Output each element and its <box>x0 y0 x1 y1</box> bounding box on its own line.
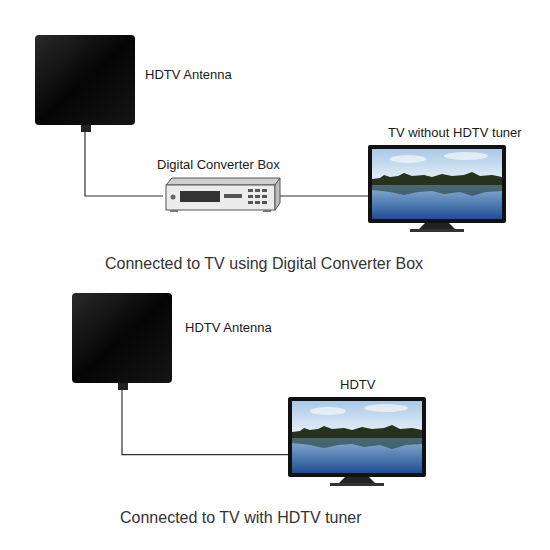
cloud <box>364 404 408 412</box>
cloud <box>310 407 346 415</box>
key <box>248 201 253 204</box>
tv-node: TV without HDTV tuner <box>368 145 506 233</box>
box-foot <box>263 210 271 212</box>
tv-base <box>330 483 384 486</box>
tv-sky <box>372 149 502 185</box>
antenna-tab <box>118 383 128 390</box>
cable <box>280 195 368 196</box>
box-top <box>166 178 280 185</box>
reflection <box>372 185 502 196</box>
antenna-tab <box>81 125 91 132</box>
key <box>255 189 260 192</box>
key <box>255 195 260 198</box>
cloud <box>444 152 488 160</box>
tv-drawing <box>368 145 506 232</box>
antenna-node: HDTV Antenna <box>35 35 135 132</box>
key <box>248 195 253 198</box>
cable <box>122 390 288 455</box>
keypad <box>248 189 267 204</box>
reflection <box>292 438 422 449</box>
node-label: HDTV <box>340 377 375 393</box>
box-front <box>166 185 275 210</box>
tv-stand <box>339 477 375 483</box>
key <box>255 201 260 204</box>
display <box>180 191 220 202</box>
tv-node: HDTV <box>288 397 426 487</box>
cloud <box>390 155 426 163</box>
tv-frame <box>288 397 426 477</box>
power-button <box>171 195 176 200</box>
tv-sky <box>292 401 422 438</box>
key <box>262 189 267 192</box>
cable <box>85 132 163 196</box>
antenna-panel <box>35 35 135 125</box>
key <box>262 201 267 204</box>
tv-water <box>372 185 502 219</box>
tv-water <box>292 438 422 473</box>
key <box>262 195 267 198</box>
box-side <box>275 178 280 210</box>
box-foot <box>170 210 178 212</box>
treeline <box>292 425 422 438</box>
node-label: TV without HDTV tuner <box>388 125 522 141</box>
card-slot <box>224 194 242 198</box>
tv-drawing <box>288 397 426 486</box>
converter-node: Digital Converter Box <box>163 178 280 214</box>
tv-frame <box>368 145 506 223</box>
node-label: HDTV Antenna <box>185 320 272 336</box>
caption-text: Connected to TV with HDTV tuner <box>120 508 362 527</box>
tv-base <box>410 229 464 232</box>
key <box>248 189 253 192</box>
treeline <box>372 172 502 185</box>
caption-text: Connected to TV using Digital Converter … <box>105 254 423 273</box>
node-label: Digital Converter Box <box>157 157 280 173</box>
converter-box-drawing <box>166 178 280 212</box>
tv-stand <box>419 223 455 229</box>
antenna-node: HDTV Antenna <box>72 293 172 390</box>
node-label: HDTV Antenna <box>145 67 232 83</box>
antenna-panel <box>72 293 172 383</box>
